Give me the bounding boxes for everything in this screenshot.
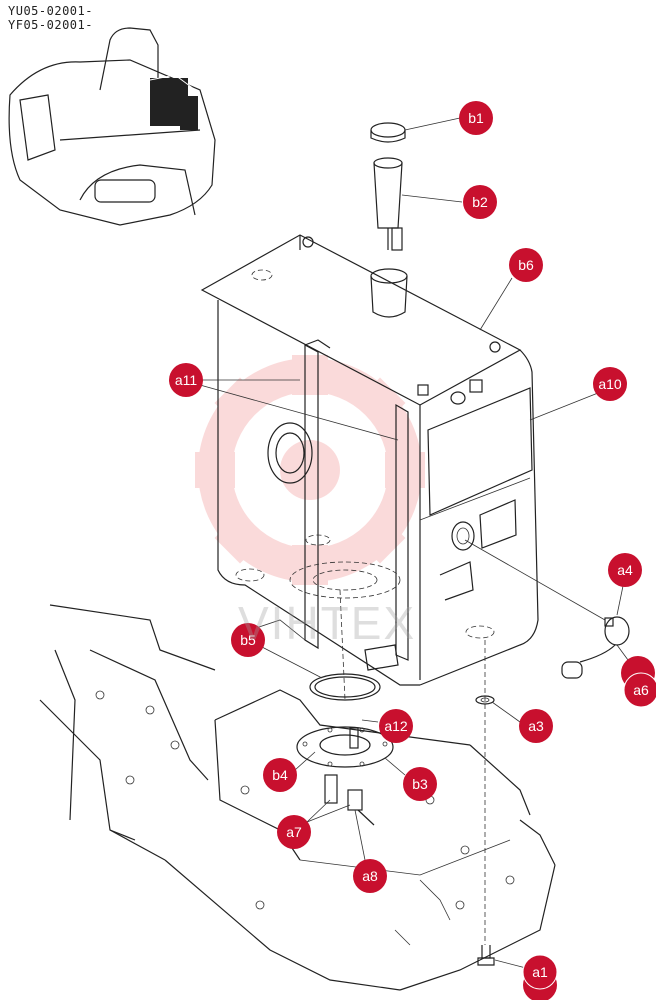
svg-text:b3: b3 — [412, 776, 428, 792]
callout-a12[interactable]: a12 — [379, 709, 413, 743]
callout-b4[interactable]: b4 — [263, 758, 297, 792]
svg-text:a12: a12 — [384, 718, 408, 734]
svg-text:b6: b6 — [518, 257, 534, 273]
callout-b1[interactable]: b1 — [459, 101, 493, 135]
svg-text:a11: a11 — [175, 372, 198, 388]
svg-text:a8: a8 — [362, 868, 378, 884]
svg-text:a6: a6 — [633, 682, 649, 698]
excavator-overview — [8, 27, 216, 226]
leader-lines — [199, 117, 629, 969]
svg-text:a1: a1 — [532, 964, 548, 980]
svg-text:b2: b2 — [472, 194, 488, 210]
callout-a6[interactable]: a6 — [623, 672, 656, 708]
fuel-cap — [370, 122, 406, 143]
upper-frame — [39, 604, 556, 991]
svg-text:a4: a4 — [617, 562, 633, 578]
callout-a4[interactable]: a4 — [608, 553, 642, 587]
callout-a10[interactable]: a10 — [593, 367, 627, 401]
bolt — [477, 945, 495, 966]
callout-a11[interactable]: a11 — [169, 363, 203, 397]
svg-text:b1: b1 — [468, 110, 484, 126]
callout-b6[interactable]: b6 — [509, 248, 543, 282]
svg-text:b5: b5 — [240, 632, 256, 648]
callout-b5[interactable]: b5 — [231, 623, 265, 657]
washer — [475, 695, 495, 705]
callout-a8[interactable]: a8 — [353, 859, 387, 893]
watermark-gear-icon — [195, 355, 425, 585]
fuel-strainer — [373, 157, 403, 251]
callout-a1[interactable]: a1 — [522, 954, 558, 990]
serial-number-2: YF05-02001- — [8, 18, 93, 32]
watermark-text: VIHTEX — [238, 597, 417, 649]
svg-text:a7: a7 — [286, 824, 302, 840]
o-ring — [309, 673, 381, 701]
suction-flange — [296, 726, 394, 826]
fuel-tank — [200, 234, 539, 945]
callout-b3[interactable]: b3 — [403, 767, 437, 801]
svg-text:a10: a10 — [598, 376, 622, 392]
serial-number-1: YU05-02001- — [8, 4, 93, 18]
callout-a3[interactable]: a3 — [519, 709, 553, 743]
svg-text:a3: a3 — [528, 718, 544, 734]
callout-a7[interactable]: a7 — [277, 815, 311, 849]
callout-b2[interactable]: b2 — [463, 185, 497, 219]
svg-text:b4: b4 — [272, 767, 288, 783]
